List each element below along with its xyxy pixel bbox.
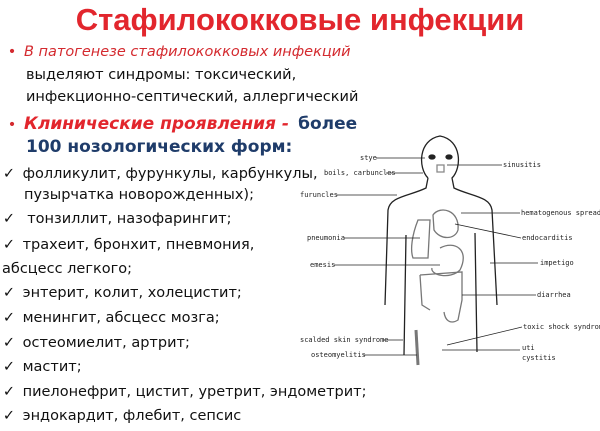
label-endocarditis: endocarditis (522, 234, 573, 242)
label-leader-lines (334, 157, 538, 356)
list-item: ✓ менингит, абсцесс мозга; (0, 309, 220, 327)
list-item: ✓ энтерит, колит, холецистит; (0, 284, 242, 302)
list-item: ✓ трахеит, бронхит, пневмония, (0, 236, 254, 254)
label-scalded-skin: scalded skin syndrome (300, 336, 389, 344)
list-item: абсцесс легкого; (2, 261, 132, 277)
bullet-2-blue: более (298, 114, 358, 134)
check-icon: ✓ (2, 211, 16, 227)
list-item: ✓ пиелонефрит, цистит, уретрит, эндометр… (0, 383, 367, 401)
check-icon: ✓ (2, 408, 16, 424)
bullet-1-line3: инфекционно-септический, аллергический (26, 89, 359, 105)
label-impetigo: impetigo (540, 259, 574, 267)
label-osteomyelitis: osteomyelitis (311, 351, 366, 359)
label-emesis: emesis (310, 261, 335, 269)
bullet-2-red: Клинические проявления - (24, 114, 289, 134)
label-sinusitis: sinusitis (503, 161, 541, 169)
list-item: пузырчатка новорожденных); (24, 187, 254, 203)
label-hematogenous: hematogenous spread (521, 209, 600, 217)
label-stye: stye (360, 154, 377, 162)
check-icon: ✓ (2, 237, 16, 253)
bullet-2-line2: 100 нозологических форм: (26, 137, 293, 157)
check-icon: ✓ (2, 310, 16, 326)
label-boils: boils, carbuncles (324, 169, 396, 177)
bullet-1-line2: выделяют синдромы: токсический, (26, 67, 297, 83)
list-item: ✓ фолликулит, фурункулы, карбункулы, (0, 165, 318, 183)
label-diarrhea: diarrhea (537, 291, 571, 299)
check-icon: ✓ (2, 285, 16, 301)
list-item: ✓ эндокардит, флебит, сепсис (0, 407, 241, 425)
bullet-icon: • (7, 44, 17, 60)
label-uti: uti (522, 344, 535, 352)
bullet-1: • В патогенезе стафилококковых инфекций (0, 43, 351, 61)
list-item: ✓ тонзиллит, назофарингит; (0, 210, 232, 228)
label-cystitis: cystitis (522, 354, 556, 362)
body-outline (384, 135, 498, 366)
check-icon: ✓ (2, 359, 16, 375)
list-item: ✓ остеомиелит, артрит; (0, 334, 190, 352)
list-item: ✓ мастит; (0, 358, 82, 376)
check-icon: ✓ (2, 384, 16, 400)
bullet-1-italic: В патогенезе стафилококковых инфекций (24, 44, 351, 60)
check-icon: ✓ (2, 335, 16, 351)
bullet-2: • Клинические проявления - более (0, 115, 357, 134)
label-furuncles: furuncles (300, 191, 338, 199)
label-toxic-shock: toxic shock syndrome (523, 323, 600, 331)
bullet-icon: • (7, 117, 17, 133)
check-icon: ✓ (2, 166, 16, 182)
slide-title: Стафилококковые инфекции (75, 2, 525, 37)
label-pneumonia: pneumonia (307, 234, 345, 242)
